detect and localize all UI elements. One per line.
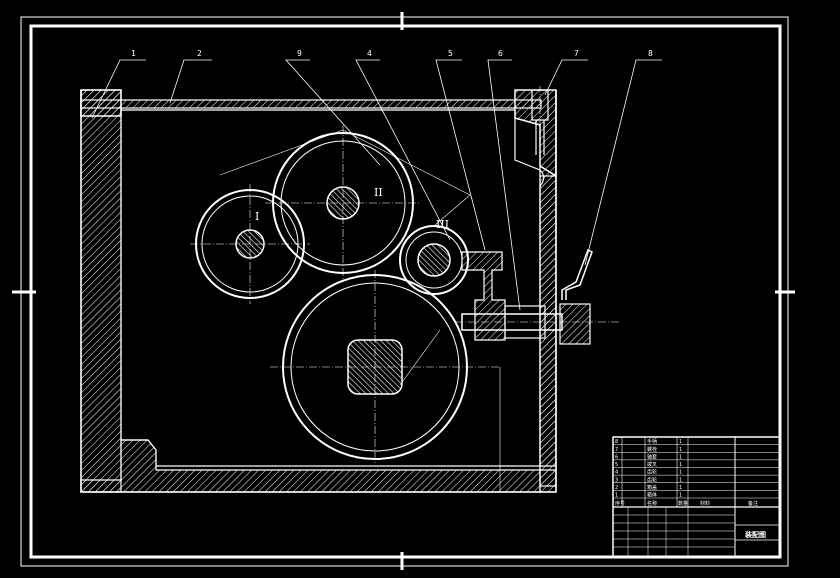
tb-row-name: 手柄 — [647, 438, 657, 445]
gear-large — [270, 270, 501, 492]
tb-header-no: 序号 — [615, 500, 625, 507]
tb-row-qty: 1 — [679, 477, 682, 483]
tb-row-no: 1 — [615, 493, 618, 499]
tb-row-name: 螺栓 — [647, 446, 657, 453]
tb-row-name: 箱盖 — [647, 484, 657, 491]
tb-row-name: 齿轮 — [647, 469, 657, 476]
callout-numbers: 1 2 9 4 5 6 7 8 — [131, 49, 653, 58]
bolt — [531, 86, 549, 160]
callout-2: 2 — [197, 49, 202, 58]
callout-1: 1 — [131, 49, 136, 58]
tb-row-name: 齿轮 — [647, 476, 657, 483]
callout-6: 6 — [498, 49, 503, 58]
gear-shaft-3 — [399, 225, 469, 295]
tb-row-no: 3 — [615, 477, 618, 483]
tb-row-qty: 1 — [679, 462, 682, 468]
tb-row-qty: 1 — [679, 447, 682, 453]
shaft-label-3: III — [436, 218, 449, 231]
tb-header-name: 名称 — [647, 500, 657, 507]
shaft-label-2: II — [374, 186, 383, 199]
tb-row-qty: 1 — [679, 470, 682, 476]
tb-row-no: 4 — [615, 470, 618, 476]
tb-row-no: 5 — [615, 462, 618, 468]
tb-row-no: 2 — [615, 485, 618, 491]
gearbox-housing — [80, 89, 557, 493]
callout-4: 4 — [367, 49, 372, 58]
callout-8: 8 — [648, 49, 653, 58]
shaft-label-1: I — [255, 210, 259, 223]
leader-lines — [91, 59, 662, 311]
gear-shaft-1 — [190, 184, 310, 304]
construction-lines — [219, 129, 471, 386]
tb-row-name: 轴套 — [647, 453, 657, 460]
tb-row-no: 7 — [615, 447, 618, 453]
tb-header-material: 材料 — [700, 500, 710, 507]
tb-row-no: 6 — [615, 454, 618, 460]
tb-row-qty: 1 — [679, 485, 682, 491]
tb-row-name: 箱体 — [647, 492, 657, 499]
callout-9: 9 — [297, 49, 302, 58]
shift-handle — [561, 248, 593, 300]
callout-7: 7 — [574, 49, 579, 58]
tb-row-qty: 1 — [679, 493, 682, 499]
tb-header-qty: 数量 — [678, 500, 688, 507]
tb-row-name: 拨叉 — [647, 461, 657, 468]
gear-shaft-2 — [265, 125, 420, 280]
tb-row-qty: 1 — [679, 454, 682, 460]
tb-marker: 备注 — [748, 500, 758, 507]
callout-5: 5 — [448, 49, 453, 58]
tb-drawing-title: 装配图 — [744, 530, 766, 539]
centering-marks — [12, 12, 795, 570]
tb-row-no: 8 — [615, 439, 618, 445]
shift-fork — [455, 251, 620, 345]
tb-row-qty: 1 — [679, 439, 682, 445]
